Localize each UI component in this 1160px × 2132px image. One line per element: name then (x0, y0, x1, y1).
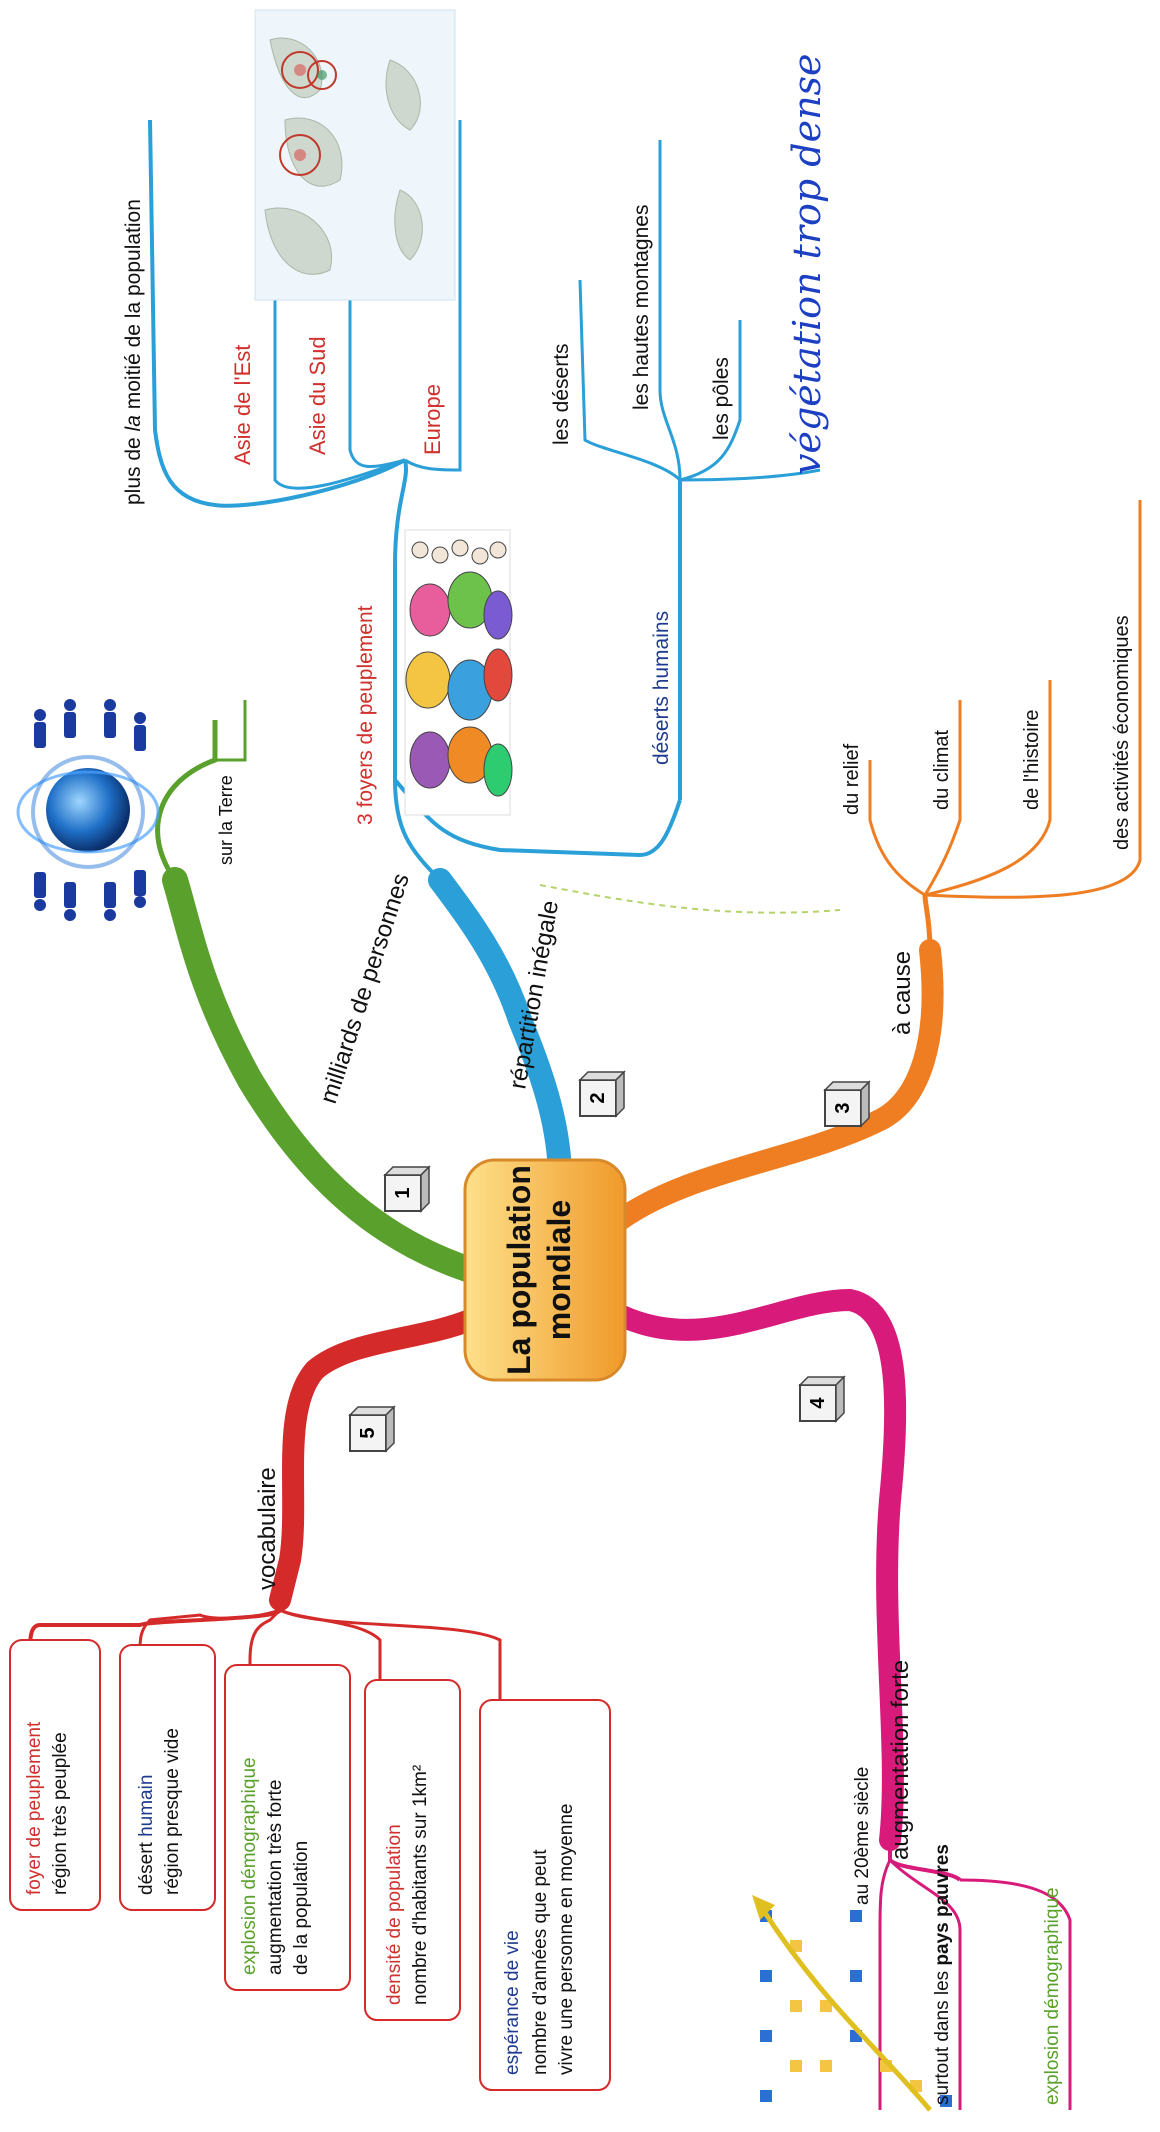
branch-3-stem (609, 939, 944, 1231)
branch-5-stem (269, 1309, 481, 1611)
desert-item-montagnes: les hautes montagnes (630, 205, 653, 410)
center-title-line2: mondiale (541, 1200, 577, 1340)
foyer-item-asie-est: Asie de l'Est (230, 345, 255, 465)
vocab-5-def2: vivre une personne en moyenne (556, 1804, 577, 2075)
globe-people-image (16, 699, 160, 921)
svg-text:3: 3 (832, 1102, 854, 1113)
aug-item-pays-pauvres: surtout dans les pays pauvres (932, 1844, 953, 2105)
vocab-1-term: foyer de peuplement (24, 1721, 45, 1895)
crowd-image (404, 529, 513, 816)
population-growth-image (752, 1895, 952, 2112)
number-cubes: 1 2 3 4 5 (348, 1070, 871, 1453)
vocab-5-term: espérance de vie (502, 1930, 523, 2075)
desert-item-deserts: les déserts (550, 343, 573, 445)
vocab-4-def: nombre d'habitants sur 1km² (410, 1765, 431, 2005)
branch-2-stem (428, 868, 572, 1192)
center-title-line1: La population (501, 1165, 537, 1375)
center-node: La population mondiale (463, 1158, 627, 1382)
vocab-1-def: région très peuplée (50, 1732, 71, 1895)
vocab-boxes (9, 1639, 611, 2091)
cube-3: 3 (823, 1080, 871, 1128)
svg-text:1: 1 (392, 1187, 414, 1198)
branch-1-stem-thin (155, 720, 218, 882)
cause-item-activites: des activités économiques (1111, 615, 1133, 850)
desert-item-poles: les pôles (710, 357, 733, 440)
svg-text:4: 4 (807, 1397, 829, 1409)
vocab-box-4 (364, 1679, 461, 2021)
vocab-3-def2: de la population (291, 1841, 312, 1975)
branch-1-sub: sur la Terre (216, 775, 236, 865)
foyers-label: 3 foyers de peuplement (354, 605, 377, 825)
cube-4: 4 (798, 1375, 846, 1423)
cause-item-climat: du climat (931, 730, 953, 810)
branch-1 (16, 699, 483, 1283)
branch-2 (148, 9, 821, 1192)
branch-3 (609, 500, 1142, 1231)
vocab-2-term: désert humain (136, 1775, 157, 1895)
branch-5 (28, 1309, 502, 1700)
world-map-image (254, 9, 456, 301)
branch-4-stem (599, 1288, 907, 1851)
vocab-box-1 (9, 1639, 101, 1911)
vocab-5-def1: nombre d'années que peut (530, 1849, 551, 2075)
branch-1-label: milliards de personnes (315, 870, 415, 1107)
handwritten-vegetation: végétation trop dense (785, 53, 829, 475)
deserts-label: déserts humains (650, 611, 673, 765)
vocab-4-term: densité de population (384, 1824, 405, 2005)
vocab-box-3 (224, 1664, 351, 1991)
foyer-item-asie-sud: Asie du Sud (305, 336, 330, 455)
branch-1-stem (162, 867, 483, 1283)
aug-item-siecle: au 20ème siècle (852, 1767, 873, 1905)
vocab-box-5 (479, 1699, 611, 2091)
branch-5-label: vocabulaire (254, 1467, 281, 1590)
moitie-label: plus de la moitié de la population (122, 199, 145, 505)
vocab-box-2 (119, 1644, 216, 1911)
cube-5: 5 (348, 1405, 396, 1453)
branch-3-label: à cause (889, 951, 916, 1035)
foyer-item-europe: Europe (420, 384, 445, 455)
branch-4 (599, 1288, 1072, 2112)
branch-4-label: augmentation forte (887, 1660, 914, 1860)
cube-1: 1 (383, 1165, 431, 1213)
cause-item-relief: du relief (841, 743, 863, 815)
dashed-connector (539, 884, 841, 914)
svg-text:2: 2 (587, 1092, 609, 1103)
vocab-3-def1: augmentation très forte (265, 1780, 286, 1975)
vocab-2-def: région presque vide (162, 1728, 183, 1895)
cause-item-histoire: de l'histoire (1021, 709, 1043, 810)
cube-2: 2 (578, 1070, 626, 1118)
svg-text:5: 5 (357, 1427, 379, 1438)
vocab-3-term: explosion démographique (239, 1757, 260, 1975)
aug-item-explosion: explosion démographique (1042, 1887, 1063, 2105)
